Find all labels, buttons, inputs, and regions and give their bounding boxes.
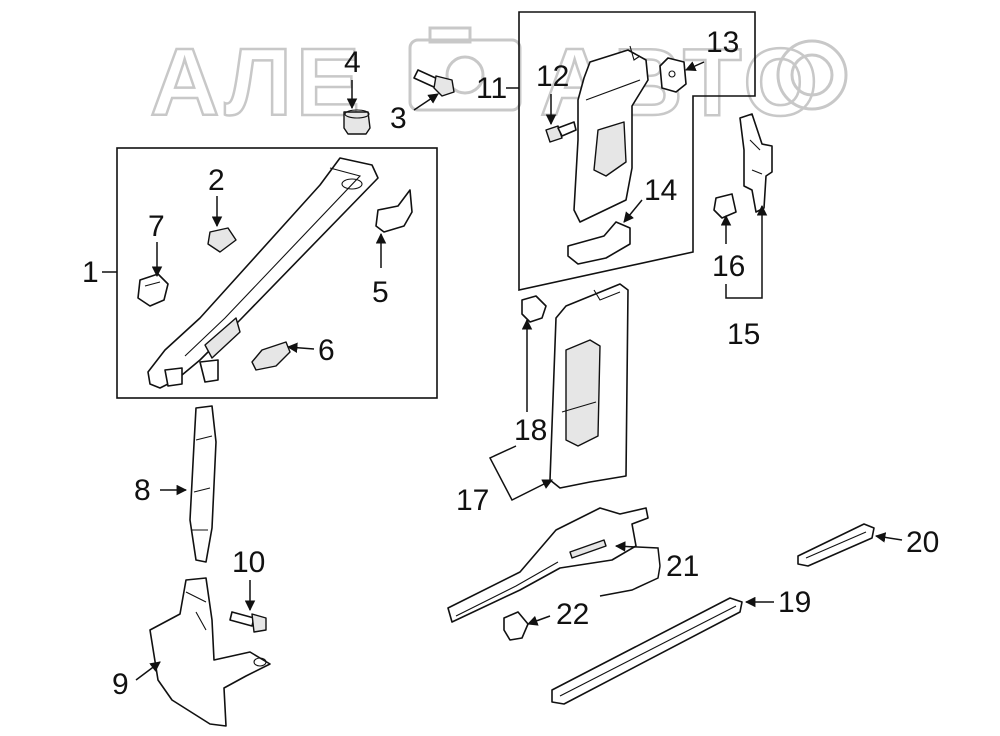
- step-plate-part-20: [797, 523, 875, 567]
- b-pillar-lower-trim: [549, 283, 629, 489]
- strip-part-8: [189, 405, 217, 563]
- clip-part-18: [521, 295, 547, 323]
- scuff-strip-part-19: [551, 597, 743, 705]
- callout-1: 1: [82, 256, 99, 289]
- clip-part-16: [713, 193, 737, 219]
- clip-part-22: [503, 611, 529, 641]
- bracket-part-5: [375, 189, 413, 233]
- sill-trim-part-21: [447, 507, 649, 623]
- rail-part-15: [739, 113, 773, 213]
- b-pillar-upper-trim: [573, 45, 649, 223]
- callout-13: 13: [706, 26, 739, 59]
- cowl-panel-part-9: [149, 577, 271, 727]
- callout-15: 15: [727, 318, 760, 351]
- callout-22: 22: [556, 598, 589, 631]
- clip-part-7: [137, 273, 169, 307]
- callout-6: 6: [318, 334, 335, 367]
- callout-17: 17: [456, 484, 489, 517]
- callout-10: 10: [232, 546, 265, 579]
- watermark-text-left: АЛЕ: [150, 29, 364, 136]
- clip-part-2: [207, 227, 237, 253]
- nut-part-4: [343, 109, 371, 135]
- callout-9: 9: [112, 668, 129, 701]
- group-box-a-pillar: [116, 147, 438, 399]
- screw-part-12: [545, 121, 577, 143]
- callout-21: 21: [666, 550, 699, 583]
- a-pillar-trim: [147, 157, 379, 389]
- bracket-part-14: [567, 221, 631, 265]
- callout-8: 8: [134, 474, 151, 507]
- watermark-engine-icon: [408, 26, 522, 112]
- group-box-b-pillar-upper: [518, 11, 756, 291]
- callout-16: 16: [712, 250, 745, 283]
- callout-12: 12: [536, 60, 569, 93]
- callout-2: 2: [208, 164, 225, 197]
- callout-3: 3: [390, 102, 407, 135]
- callout-7: 7: [148, 210, 165, 243]
- callout-20: 20: [906, 526, 939, 559]
- watermark-circle-icon: [776, 39, 848, 111]
- callout-18: 18: [514, 414, 547, 447]
- screw-part-3: [413, 69, 455, 97]
- callout-19: 19: [778, 586, 811, 619]
- callout-5: 5: [372, 276, 389, 309]
- clip-part-13: [659, 57, 687, 93]
- cap-part-6: [251, 341, 291, 371]
- screw-part-10: [229, 611, 267, 633]
- callout-11: 11: [476, 72, 507, 105]
- callout-14: 14: [644, 174, 677, 207]
- callout-4: 4: [344, 46, 361, 79]
